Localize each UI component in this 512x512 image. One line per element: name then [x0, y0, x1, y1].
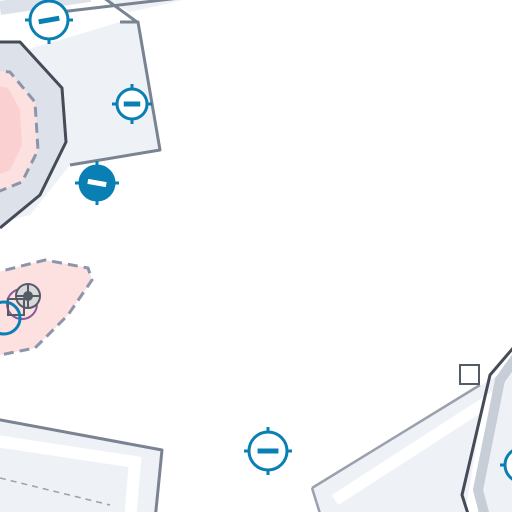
boundary-area-bottom-right[interactable] — [310, 340, 512, 512]
marker-filled-crosshair-minus-icon[interactable] — [75, 161, 119, 205]
square-waypoint-icon[interactable] — [459, 364, 480, 385]
target-cluster-icon[interactable] — [0, 283, 41, 336]
markers-layer — [25, 0, 512, 487]
marker-top-crosshair-minus-icon[interactable] — [25, 0, 73, 44]
restricted-zone-middle[interactable] — [0, 258, 94, 357]
marker-bottom-crosshair-minus-icon[interactable] — [244, 427, 292, 475]
marker-upper-crosshair-minus-icon[interactable] — [112, 84, 152, 124]
boundary-area-bottom-left[interactable] — [0, 418, 164, 512]
marker-right-edge-crosshair-minus-icon[interactable] — [500, 443, 512, 487]
restricted-zone-upper[interactable] — [0, 69, 40, 195]
